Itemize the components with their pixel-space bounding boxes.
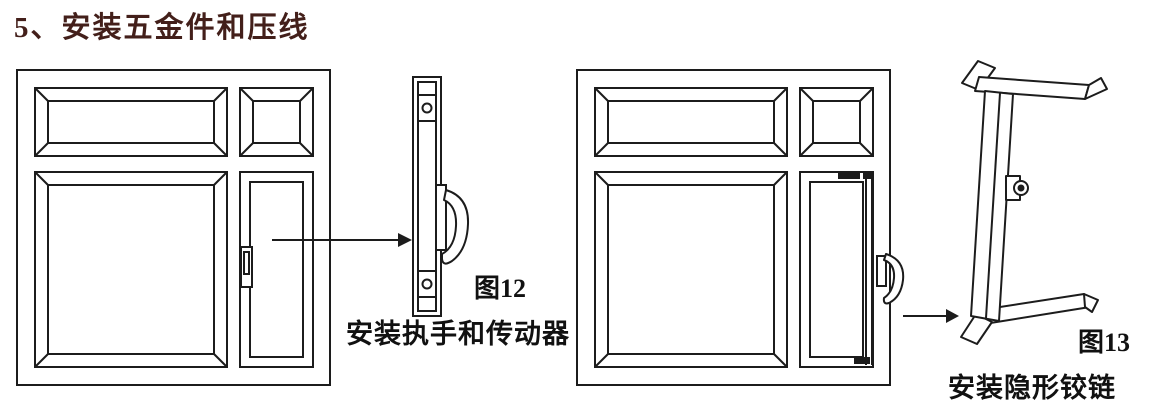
page-title: 5、安装五金件和压线 — [14, 12, 310, 44]
figure12-caption: 安装执手和传动器 — [346, 319, 570, 349]
hinge-hardware-bottom — [854, 357, 870, 364]
right-window-bottom-left-panel — [594, 171, 788, 368]
right-handle-lever — [882, 253, 905, 305]
right-window-top-left-panel — [594, 87, 788, 157]
hinge-spine-inner-line — [985, 92, 1001, 319]
right-window-outer-frame — [576, 69, 891, 386]
arrowhead — [398, 233, 412, 247]
handle-lever — [441, 189, 470, 265]
figure13-number: 图13 — [1078, 328, 1131, 357]
screw-hole-bottom — [421, 278, 433, 290]
hinge-bottom-right-step — [1083, 293, 1099, 313]
arrow-to-figure13 — [903, 309, 959, 323]
screw-hole-top — [421, 102, 433, 114]
hinge-hardware-top — [838, 172, 860, 179]
hinge-top-right-step — [1084, 77, 1108, 100]
arrow-to-figure12 — [272, 233, 412, 247]
figure12-number: 图12 — [474, 274, 527, 303]
figure13-caption: 安装隐形铰链 — [948, 373, 1116, 403]
handle-base — [435, 184, 447, 251]
right-window-sash-panel — [799, 171, 874, 368]
left-window-outer-frame — [16, 69, 331, 386]
right-window-handle — [876, 253, 905, 305]
handle-detail-drawing — [412, 76, 470, 317]
left-window-drawing — [16, 69, 331, 386]
right-window-top-right-panel — [799, 87, 874, 157]
right-window-drawing — [576, 69, 905, 386]
hinge-top-left-wing — [961, 60, 996, 91]
concealed-hinge-edge — [838, 172, 873, 365]
left-window-handle — [240, 246, 253, 288]
hinge-detail-drawing — [960, 60, 1108, 345]
hinge-bottom-left-wing — [960, 313, 993, 345]
arrowhead — [946, 309, 959, 323]
left-window-top-left-panel — [34, 87, 228, 157]
left-window-bottom-left-panel — [34, 171, 228, 368]
left-window-top-right-panel — [239, 87, 314, 157]
